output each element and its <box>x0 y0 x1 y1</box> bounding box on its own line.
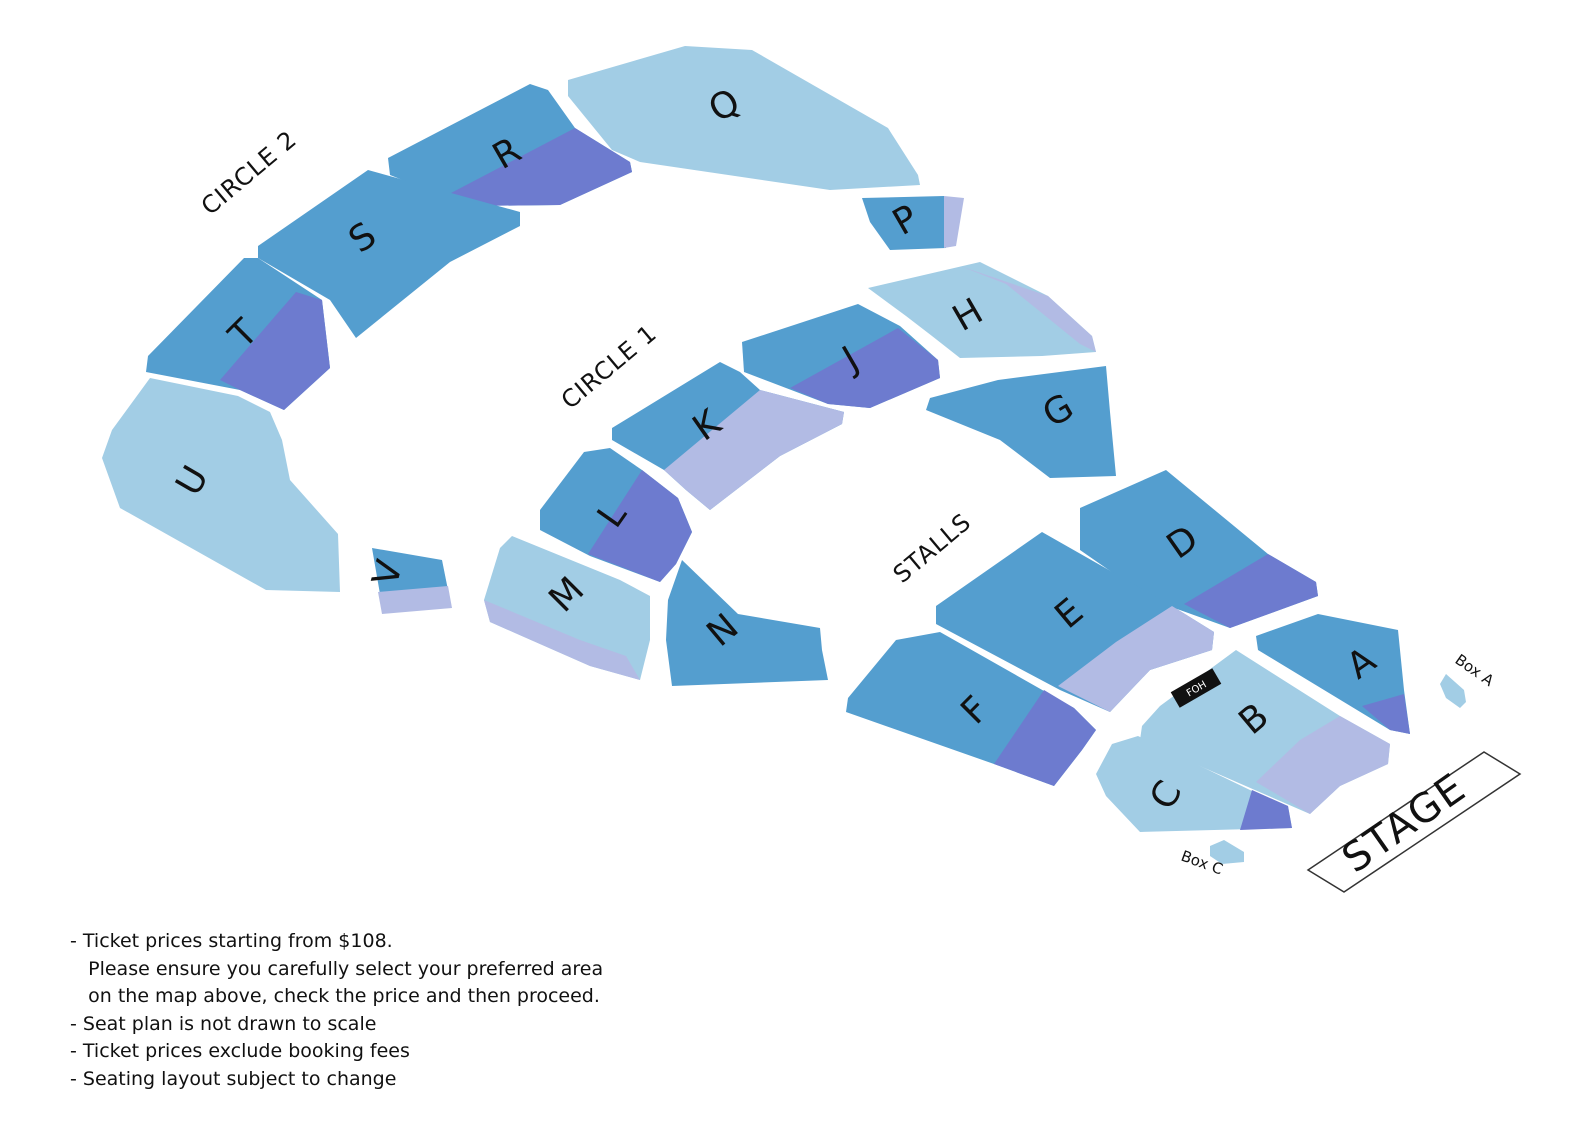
stage-label: STAGE <box>1334 764 1475 882</box>
box-c[interactable]: Box C <box>1179 840 1244 879</box>
circle-1-label: CIRCLE 1 <box>556 319 662 415</box>
note-line: Please ensure you carefully select your … <box>70 957 604 980</box>
section-p[interactable]: P <box>862 196 964 250</box>
note-line: on the map above, check the price and th… <box>70 985 600 1007</box>
box-a[interactable]: Box A <box>1440 651 1498 708</box>
stalls-label: STALLS <box>888 508 977 589</box>
section-v[interactable]: V <box>365 548 452 614</box>
section-m[interactable]: M <box>484 536 650 680</box>
section-s[interactable]: S <box>258 170 520 338</box>
section-g[interactable]: G <box>926 366 1116 478</box>
section-h[interactable]: H <box>868 262 1096 358</box>
section-c[interactable]: C <box>1096 736 1292 832</box>
section-e[interactable]: E <box>936 532 1214 712</box>
note-line: - Ticket prices exclude booking fees <box>70 1040 410 1062</box>
section-u[interactable]: U <box>102 378 340 592</box>
section-f[interactable]: F <box>846 632 1096 786</box>
foh-marker: FOH <box>1170 668 1222 708</box>
section-t[interactable]: T <box>146 258 330 410</box>
foh-badge <box>1170 668 1222 708</box>
section-q[interactable]: Q <box>568 46 920 190</box>
section-k[interactable]: K <box>612 362 844 510</box>
section-n[interactable]: N <box>666 560 828 686</box>
section-j[interactable]: J <box>742 304 940 408</box>
seat-map: CIRCLE 2 Q R S T U V P CIRCLE 1 <box>102 46 1522 893</box>
section-r[interactable]: R <box>388 84 632 206</box>
note-line: - Seating layout subject to change <box>70 1067 397 1090</box>
box-a-label: Box A <box>1452 651 1498 691</box>
circle-2-label: CIRCLE 2 <box>196 125 302 221</box>
section-l[interactable]: L <box>540 448 692 582</box>
notes-list: - Ticket prices starting from $108. Plea… <box>70 928 770 1093</box>
note-line: - Seat plan is not drawn to scale <box>70 1012 377 1035</box>
section-a[interactable]: A <box>1256 614 1410 734</box>
note-line: - Ticket prices starting from $108. <box>70 930 393 952</box>
